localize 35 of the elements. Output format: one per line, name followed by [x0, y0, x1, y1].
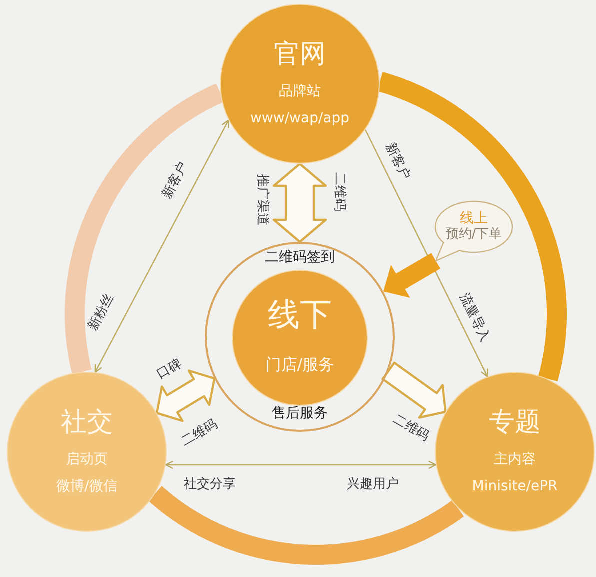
flow-label: 二维码: [332, 172, 346, 212]
edge-label: 社交分享: [184, 478, 236, 492]
circle-subtitle: www/wap/app: [250, 112, 350, 127]
circle-subtitle: 门店/服务: [265, 356, 335, 374]
speech-bubble: [434, 200, 514, 262]
circle-subtitle: 启动页: [66, 452, 108, 468]
block-arrow: [384, 253, 441, 298]
circle-title: 专题: [489, 408, 541, 438]
arrow-line: [364, 130, 488, 378]
edge-label: 二维码: [390, 413, 432, 445]
ring-arc: [148, 486, 465, 565]
double-block-arrow: [272, 162, 328, 244]
circle-title: 官网: [274, 40, 326, 70]
flow-label: 二维码: [180, 418, 220, 450]
flow-label: 流量导入: [456, 292, 492, 344]
edge-label: 口碑: [155, 357, 185, 383]
edge-label: 推广渠道: [254, 174, 270, 226]
flow-label: 兴趣用户: [347, 478, 399, 492]
edge-label: 新客户: [160, 160, 192, 202]
bubble-title: 线上: [460, 212, 488, 227]
ring-text: 二维码签到: [265, 250, 335, 266]
circle-subtitle: Minisite/ePR: [472, 480, 558, 495]
ring-text: 售后服务: [272, 406, 328, 422]
double-block-arrow: [156, 370, 216, 422]
edge-label: 新客户: [382, 141, 412, 183]
circle-subtitle: 品牌站: [279, 84, 321, 100]
arrow-line: [165, 460, 437, 470]
bubble-text: 预约/下单: [446, 228, 502, 242]
arrow-line: [94, 120, 230, 374]
circle-subtitle: 微博/微信: [56, 480, 118, 495]
flow-label: 新粉丝: [86, 292, 118, 334]
circle-title: 线下: [268, 297, 332, 332]
circle-title: 社交: [61, 408, 113, 438]
block-arrow: [382, 362, 447, 419]
circle-subtitle: 主内容: [494, 452, 536, 468]
